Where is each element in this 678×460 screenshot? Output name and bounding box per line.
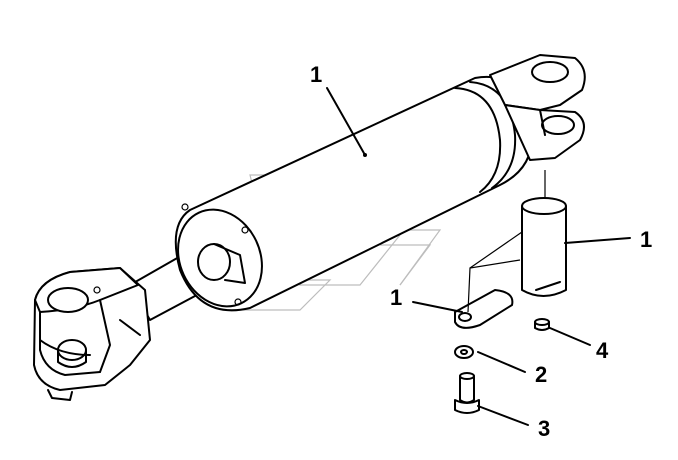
- callout-washer: 2: [535, 362, 547, 387]
- callout-cylinder: 1: [310, 62, 322, 87]
- front-clevis: [33, 267, 151, 401]
- bolt: [454, 372, 480, 414]
- callout-nut: 4: [596, 338, 609, 363]
- cylinder-barrel: [174, 75, 533, 312]
- bracket: [454, 231, 523, 329]
- leader-lines: [326, 87, 631, 426]
- rear-clevis: [489, 54, 586, 161]
- callout-bolt: 3: [538, 416, 550, 441]
- callout-sleeve: 1: [640, 227, 652, 252]
- washer: [454, 345, 474, 359]
- callout-bracket: 1: [390, 285, 402, 310]
- sleeve: [521, 170, 567, 297]
- nut: [534, 318, 550, 331]
